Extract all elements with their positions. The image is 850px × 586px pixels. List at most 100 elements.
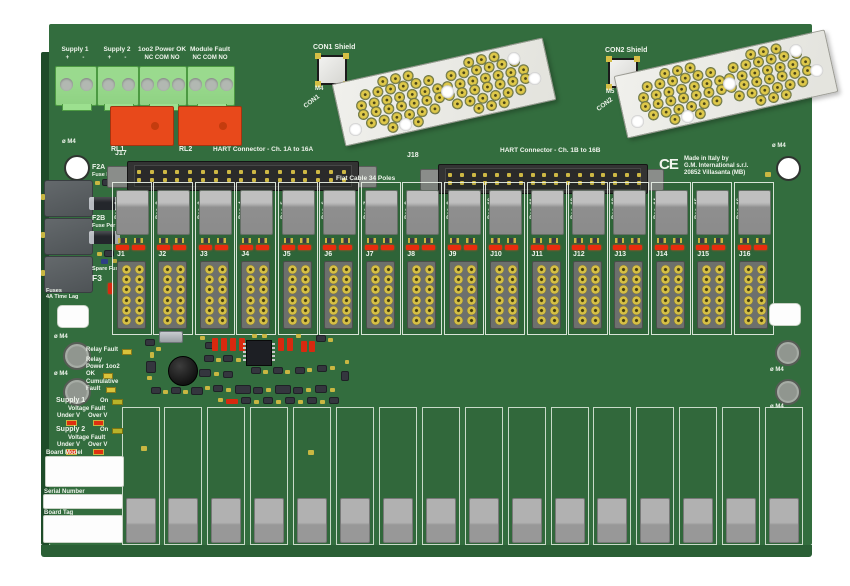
con1-shield-connector	[315, 53, 349, 87]
board-tag-box	[44, 516, 122, 542]
terminal-label: Module Fault	[189, 46, 231, 53]
connector-pad	[329, 305, 339, 315]
connector-pad	[135, 275, 144, 285]
smd-component	[308, 450, 314, 455]
mount-hole-label: ø M4	[772, 143, 786, 149]
pole-pin	[625, 173, 629, 177]
spare-fuse-label: Spare Fuse	[92, 266, 122, 272]
shield-pin	[370, 106, 382, 118]
chip-resistor	[242, 238, 252, 243]
connector-pad	[619, 305, 629, 315]
connector-pad	[383, 285, 393, 295]
channel-connector-label: J6	[324, 251, 333, 258]
channel-relay	[323, 190, 357, 235]
channel-led	[157, 245, 171, 250]
connector-pad	[176, 316, 186, 325]
shield-pin	[383, 103, 394, 115]
channel-led	[696, 245, 710, 250]
connector-pad	[578, 316, 587, 325]
connector-pad	[466, 295, 476, 305]
connector-pad	[246, 265, 256, 274]
channel-led	[406, 245, 420, 250]
connector-pad	[743, 275, 753, 285]
lane-terminal-block	[340, 498, 370, 543]
channel-led	[173, 245, 187, 250]
terminal-pin	[171, 78, 185, 91]
pole-pin	[530, 173, 535, 177]
connector-pad	[756, 316, 766, 325]
smd-component	[274, 368, 282, 373]
channel-connector	[448, 261, 478, 329]
pole-pin	[518, 181, 523, 185]
connector-pad	[743, 265, 753, 274]
smd-component	[221, 338, 227, 351]
smd-component	[330, 366, 335, 370]
flat-cable-label: Flat Cable 34 Poles	[336, 175, 396, 182]
shield-pin	[759, 84, 771, 96]
channel-connector-label: J14	[655, 251, 668, 258]
pole-pin	[162, 178, 167, 182]
smd-component	[224, 372, 232, 377]
screw-hole	[788, 42, 804, 59]
ce-mark: CE	[659, 156, 679, 173]
fuse-f2b-label: F2B	[92, 215, 106, 222]
connector-pad	[660, 295, 670, 305]
pole-pin	[252, 178, 257, 182]
shield-pin	[507, 76, 518, 88]
channel-connector-label: J11	[531, 251, 543, 258]
solder-pad	[343, 53, 349, 59]
mount-hole-label: ø M4	[62, 139, 76, 145]
shield-pin	[679, 73, 691, 84]
connector-pad	[549, 305, 559, 315]
shield-pin	[477, 92, 489, 104]
shield-pin	[767, 92, 779, 104]
connector-pad	[536, 295, 546, 305]
lane-terminal-block	[640, 498, 671, 543]
channel-lane	[593, 407, 632, 545]
lane-terminal-block	[254, 498, 285, 543]
connector-pad	[300, 305, 310, 315]
channel-column: Pos. 10J10	[485, 182, 526, 335]
channel-lane	[250, 407, 289, 545]
connector-pad	[217, 275, 227, 285]
channel-led	[670, 245, 684, 250]
shield-pin	[498, 97, 510, 109]
shield-pin	[423, 75, 435, 87]
smd-component	[183, 390, 188, 394]
smd-component	[278, 338, 284, 351]
shield-pin	[778, 51, 790, 62]
channel-led	[256, 245, 270, 250]
connector-pad	[135, 316, 144, 325]
channel-lane	[336, 407, 374, 545]
connector-pad	[632, 295, 642, 305]
chip-resistor	[134, 238, 143, 243]
shield-pin	[753, 56, 764, 68]
pole-pin	[507, 173, 511, 177]
channel-relay	[654, 190, 688, 235]
connector-pad	[578, 275, 587, 285]
supply2-uv-label: Under V	[57, 442, 81, 448]
smd-component	[263, 370, 268, 374]
hart-connector-j17	[107, 161, 377, 191]
connector-pad	[425, 275, 435, 285]
channel-led	[447, 245, 461, 250]
smd-component	[160, 332, 182, 342]
connector-pad	[660, 275, 670, 285]
shield-pin	[451, 98, 463, 110]
supply2-vf-label: Voltage Fault	[68, 435, 106, 441]
channel-led	[132, 245, 145, 250]
connector-pad	[135, 295, 144, 305]
pole-pin	[554, 181, 559, 185]
pole-pin	[226, 178, 231, 182]
connector-pad	[466, 285, 476, 295]
pole-pin	[149, 178, 154, 182]
connector-pad	[536, 316, 546, 325]
channel-relay	[157, 190, 191, 235]
connector-pad	[287, 285, 297, 295]
smd-component	[301, 341, 307, 352]
smd-component	[141, 446, 147, 451]
chip-resistor	[175, 238, 185, 243]
supply1-ov-led	[93, 420, 104, 426]
channel-led	[572, 245, 585, 250]
connector-pad	[259, 285, 269, 295]
